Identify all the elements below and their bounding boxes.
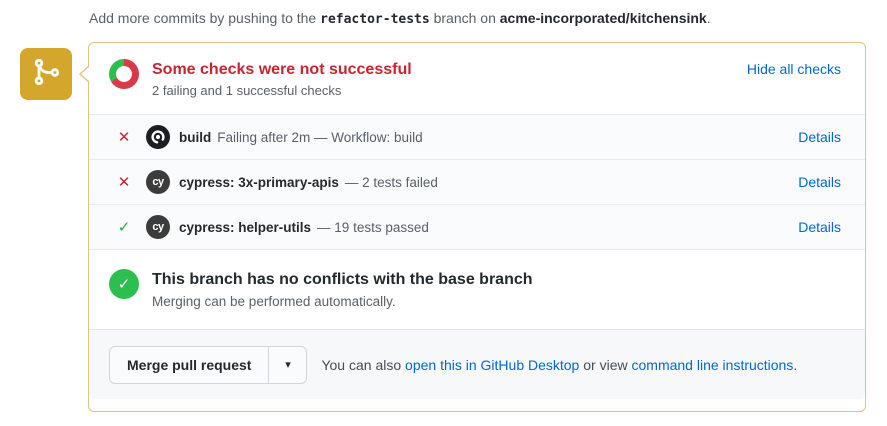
mergeability-text: This branch has no conflicts with the ba… bbox=[152, 269, 533, 311]
x-icon: ✕ bbox=[117, 174, 131, 191]
push-hint-middle: branch on bbox=[433, 10, 496, 26]
merge-box: Some checks were not successful 2 failin… bbox=[79, 42, 866, 412]
check-description: — 19 tests passed bbox=[317, 219, 429, 235]
check-row-cypress-primary-apis: ✕ cy cypress: 3x-primary-apis — 2 tests … bbox=[89, 159, 865, 204]
check-name: cypress: helper-utils bbox=[179, 219, 312, 235]
checks-status-donut bbox=[109, 59, 139, 89]
check-description: Failing after 2m — Workflow: build bbox=[217, 129, 423, 145]
checks-subtitle: 2 failing and 1 successful checks bbox=[152, 83, 342, 98]
push-hint-suffix: . bbox=[706, 10, 711, 26]
mergeability-section: ✓ This branch has no conflicts with the … bbox=[89, 249, 865, 329]
cypress-app-icon: cy bbox=[146, 215, 170, 239]
check-name: build bbox=[179, 129, 212, 145]
hide-all-checks-link[interactable]: Hide all checks bbox=[746, 61, 841, 77]
branch-name: refactor-tests bbox=[320, 12, 430, 27]
push-hint-text: Add more commits by pushing to the refac… bbox=[89, 8, 711, 30]
merge-alt-suffix: . bbox=[793, 356, 798, 373]
check-name: cypress: 3x-primary-apis bbox=[179, 174, 339, 190]
checks-header: Some checks were not successful 2 failin… bbox=[89, 43, 865, 114]
checks-header-text: Some checks were not successful 2 failin… bbox=[152, 59, 412, 100]
merge-pull-request-button[interactable]: Merge pull request bbox=[109, 345, 270, 384]
details-link-cypress-primary-apis[interactable]: Details bbox=[798, 174, 841, 190]
checks-title: Some checks were not successful bbox=[152, 61, 412, 78]
check-row-cypress-helper-utils: ✓ cy cypress: helper-utils — 19 tests pa… bbox=[89, 204, 865, 249]
github-desktop-link[interactable]: open this in GitHub Desktop bbox=[405, 356, 580, 373]
details-link-build[interactable]: Details bbox=[798, 129, 841, 145]
chevron-down-icon: ▾ bbox=[285, 359, 291, 371]
git-merge-timeline-badge bbox=[20, 48, 72, 100]
merge-alt-middle: or view bbox=[583, 356, 628, 373]
merge-button-group: Merge pull request ▾ bbox=[109, 345, 308, 384]
merge-alt-prefix: You can also bbox=[321, 356, 402, 373]
command-line-instructions-link[interactable]: command line instructions bbox=[631, 356, 794, 373]
mergeability-title: This branch has no conflicts with the ba… bbox=[152, 271, 533, 288]
merge-bar: Merge pull request ▾ You can also open t… bbox=[89, 329, 865, 399]
git-merge-icon bbox=[31, 57, 61, 92]
merge-options-dropdown-button[interactable]: ▾ bbox=[269, 345, 308, 384]
check-row-build: ✕ build Failing after 2m — Workflow: bui… bbox=[89, 114, 865, 159]
check-description: — 2 tests failed bbox=[344, 174, 438, 190]
mergeability-subtitle: Merging can be performed automatically. bbox=[152, 294, 396, 309]
repo-name: acme-incorporated/kitchensink bbox=[499, 10, 707, 26]
details-link-cypress-helper-utils[interactable]: Details bbox=[798, 219, 841, 235]
no-conflicts-check-icon: ✓ bbox=[109, 269, 139, 299]
push-hint-prefix: Add more commits by pushing to the bbox=[89, 10, 317, 26]
github-actions-app-icon bbox=[146, 125, 170, 149]
check-icon: ✓ bbox=[117, 219, 131, 236]
x-icon: ✕ bbox=[117, 129, 131, 146]
merge-alternatives-text: You can also open this in GitHub Desktop… bbox=[321, 357, 797, 373]
cypress-app-icon: cy bbox=[146, 170, 170, 194]
